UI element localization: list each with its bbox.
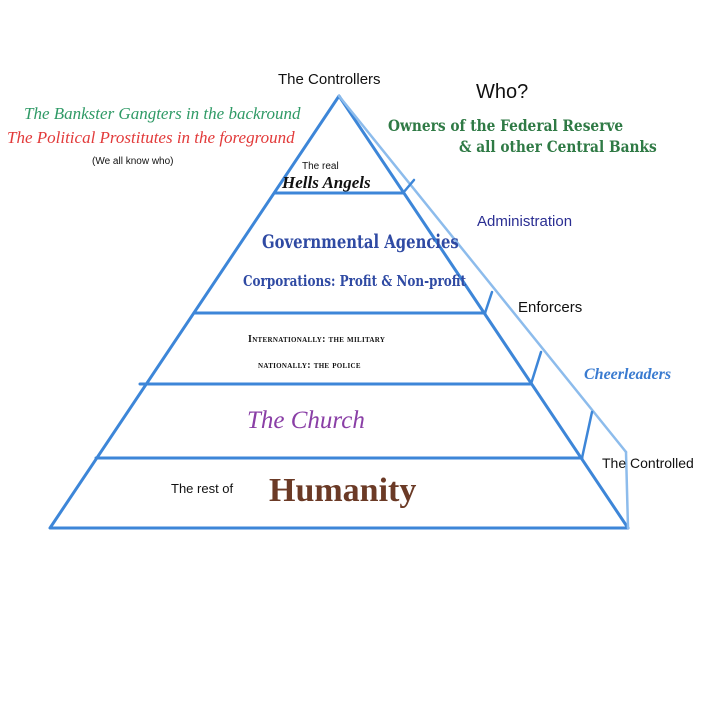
tier-top-small-text: The real xyxy=(302,161,339,172)
owners-label-line2: & all other Central Banks xyxy=(459,137,657,156)
controlled-label: The Controlled xyxy=(602,455,694,471)
tier-bottom-big-text: Humanity xyxy=(269,472,417,509)
owners-label-line1: Owners of the Federal Reserve xyxy=(388,116,624,135)
tier-top-big-text: Hells Angels xyxy=(282,173,371,192)
side-step-2 xyxy=(483,290,494,315)
tier-church-text: The Church xyxy=(247,407,365,434)
tier-bottom-small-text: The rest of xyxy=(171,481,234,496)
tier-admin-line2: Corporations: Profit & Non-profit xyxy=(243,272,467,290)
tier-enforcers-line1: Internationally: the military xyxy=(248,334,386,345)
who-label: Who? xyxy=(476,81,529,103)
cheerleaders-label: Cheerleaders xyxy=(584,366,672,383)
enforcers-label: Enforcers xyxy=(518,299,583,316)
side-back-edge xyxy=(337,94,628,454)
political-note: The Political Prostitutes in the foregro… xyxy=(7,128,295,147)
administration-label: Administration xyxy=(477,213,573,230)
controllers-label: The Controllers xyxy=(278,71,381,88)
side-step-3 xyxy=(529,350,543,386)
side-base-edge xyxy=(624,450,630,530)
we-all-know-note: (We all know who) xyxy=(92,156,174,167)
side-step-4 xyxy=(580,410,594,460)
side-step-1 xyxy=(401,178,416,195)
tier-enforcers-line2: nationally: the police xyxy=(258,360,361,371)
tier-admin-line1: Governmental Agencies xyxy=(262,231,459,253)
bankster-note: The Bankster Gangters in the backround xyxy=(24,104,301,123)
